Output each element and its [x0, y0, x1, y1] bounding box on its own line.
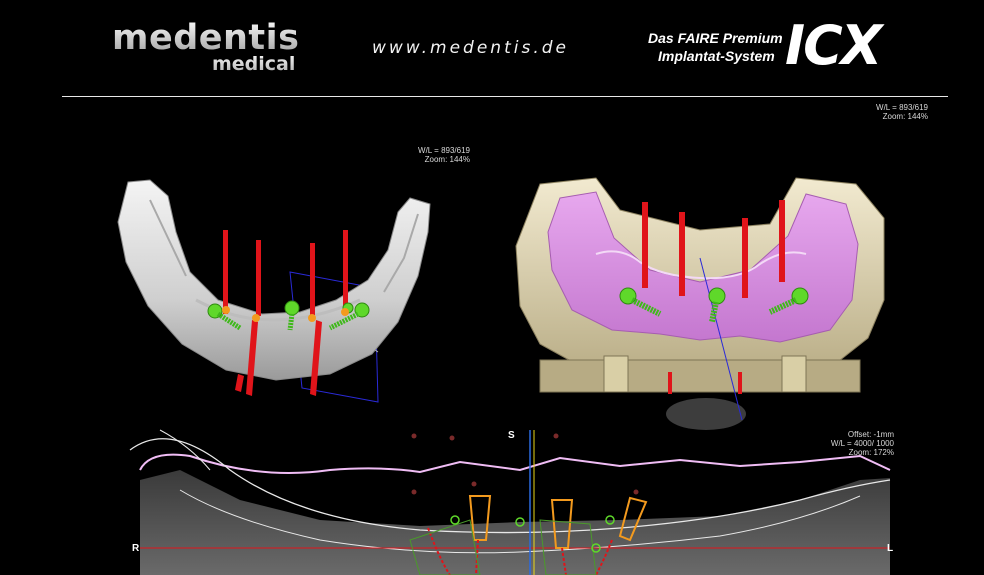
ct-markers — [411, 433, 639, 495]
implant-pins-right — [642, 200, 785, 394]
medentis-logo: medentis — [112, 18, 300, 58]
left-wl: W/L = 893/619 — [418, 146, 470, 155]
orientation-s-label: S — [508, 430, 515, 441]
left-viewer-info: W/L = 893/619 Zoom: 144% — [396, 146, 470, 164]
bottom-wl: W/L = 4000/ 1000 — [830, 439, 894, 448]
top-right-zoom: Zoom: 144% — [882, 112, 928, 121]
medentis-logo-sub: medical — [212, 53, 296, 75]
left-zoom: Zoom: 144% — [424, 155, 470, 164]
mandible-3d-model — [117, 179, 431, 403]
top-right-viewer-info: W/L = 893/619 Zoom: 144% — [842, 103, 928, 121]
slogan-line-1: Das FAIRE Premium — [648, 30, 783, 46]
bottom-zoom: Zoom: 172% — [848, 448, 894, 457]
top-right-wl: W/L = 893/619 — [876, 103, 928, 112]
bottom-offset: Offset: -1mm — [847, 430, 894, 439]
implant-heads-left — [207, 300, 370, 331]
website-url: www.medentis.de — [372, 38, 569, 58]
jaw-model-with-gingiva — [515, 177, 885, 430]
orientation-r-label: R — [132, 543, 140, 554]
implant-pins-left — [223, 230, 348, 396]
ct-implants — [409, 495, 648, 575]
icx-logo: ICX — [785, 14, 882, 77]
header-divider — [62, 96, 948, 97]
model-threaded-pins — [603, 355, 807, 393]
ct-panoramic-slice — [129, 429, 891, 575]
implant-heads-right — [619, 287, 809, 323]
orientation-l-label: L — [887, 543, 893, 554]
bottom-viewer-info: Offset: -1mm W/L = 4000/ 1000 Zoom: 172% — [800, 430, 894, 457]
slogan-line-2: Implantat-System — [658, 48, 775, 64]
